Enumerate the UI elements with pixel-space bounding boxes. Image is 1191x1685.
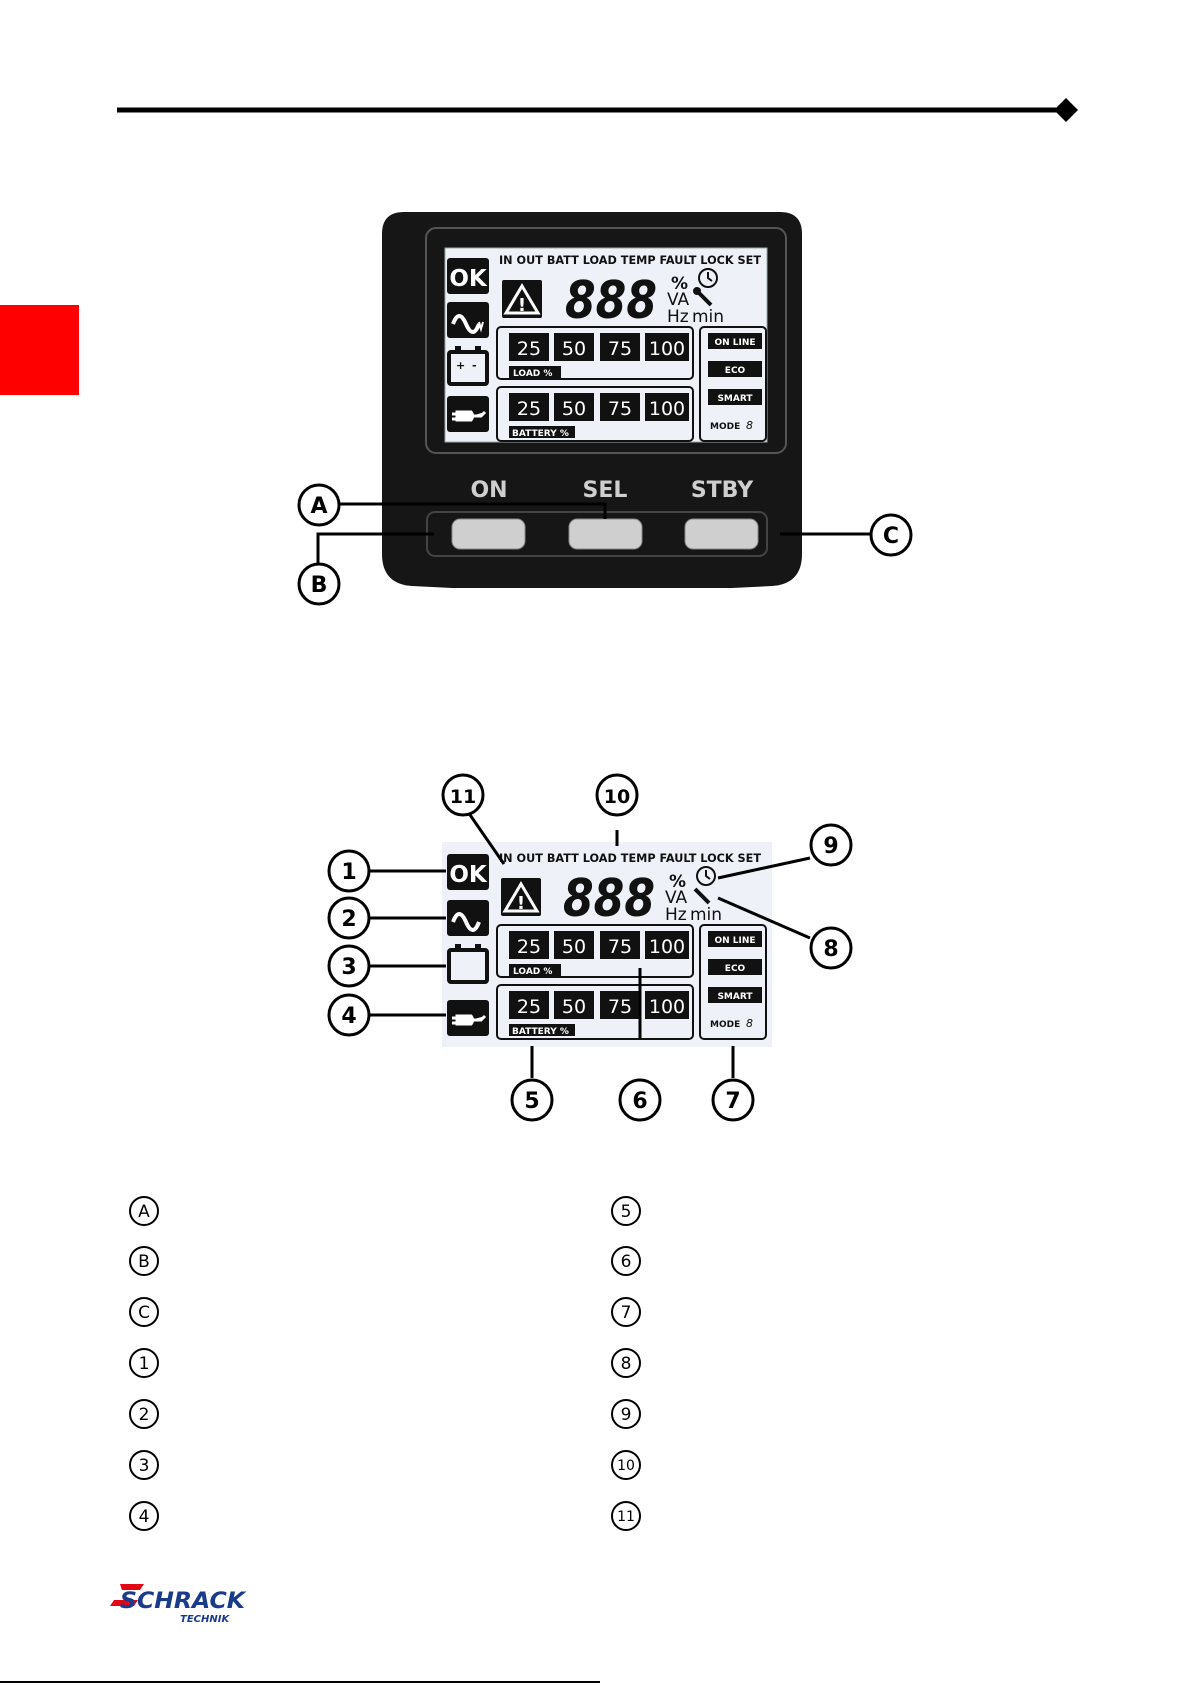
svg-text:SMART: SMART — [717, 394, 753, 404]
svg-text:+: + — [456, 359, 465, 372]
footer-rule — [0, 1681, 600, 1683]
lcd-display: IN OUT BATT LOAD TEMP FAULT LOCK SET OK … — [444, 247, 768, 443]
legend-a: A — [138, 1202, 150, 1222]
svg-text:ECO: ECO — [725, 964, 746, 974]
callout-a: A — [310, 494, 327, 519]
svg-text:75: 75 — [608, 996, 632, 1018]
lcd-status-labels: IN OUT BATT LOAD TEMP FAULT LOCK SET — [499, 253, 761, 267]
warning-icon — [502, 881, 540, 913]
callout-11: 11 — [450, 786, 476, 808]
callout-c: C — [883, 524, 899, 549]
svg-text:50: 50 — [562, 936, 586, 958]
stby-label: STBY — [691, 478, 754, 503]
legend-11: 11 — [617, 1509, 635, 1525]
svg-text:%: % — [669, 872, 686, 892]
sel-label: SEL — [583, 478, 628, 503]
svg-text:25: 25 — [517, 936, 541, 958]
lcd-digits: 888 — [565, 271, 657, 331]
on-button — [451, 518, 526, 550]
legend-6: 6 — [621, 1252, 632, 1272]
svg-text:8: 8 — [746, 1017, 753, 1030]
callout-3: 3 — [341, 955, 356, 980]
legend-1: 1 — [139, 1354, 150, 1374]
on-label: ON — [470, 478, 507, 503]
legend-8: 8 — [621, 1354, 632, 1374]
svg-text:VA: VA — [667, 290, 690, 310]
callout-1: 1 — [341, 860, 356, 885]
legend-b: B — [138, 1252, 150, 1272]
svg-text:75: 75 — [608, 398, 632, 420]
svg-text:50: 50 — [562, 398, 586, 420]
legend: A B C 1 2 3 4 5 6 7 8 9 10 11 — [129, 1196, 641, 1531]
svg-text:100: 100 — [649, 936, 685, 958]
timer-icon — [696, 866, 716, 886]
svg-text:!: ! — [518, 295, 526, 316]
callout-5: 5 — [524, 1089, 539, 1114]
legend-c: C — [138, 1303, 150, 1323]
callout-9: 9 — [823, 834, 838, 859]
svg-text:-: - — [472, 359, 477, 372]
svg-text:75: 75 — [608, 936, 632, 958]
schrack-logo: SCHRACK TECHNIK — [110, 1584, 247, 1625]
front-panel-figure: IN OUT BATT LOAD TEMP FAULT LOCK SET OK … — [297, 212, 913, 606]
battery-icon — [447, 944, 489, 984]
svg-text:IN OUT BATT LOAD TEMP FAULT LO: IN OUT BATT LOAD TEMP FAULT LOCK SET — [499, 851, 761, 865]
svg-text:VA: VA — [665, 888, 688, 908]
svg-text:MODE: MODE — [710, 1020, 740, 1030]
svg-text:8: 8 — [746, 419, 753, 432]
svg-text:Hz: Hz — [665, 905, 687, 925]
svg-text:100: 100 — [649, 398, 685, 420]
timer-icon — [698, 268, 718, 288]
section-tab — [0, 305, 79, 395]
ok-icon: OK — [449, 862, 488, 888]
legend-5: 5 — [621, 1202, 632, 1222]
legend-3: 3 — [139, 1456, 150, 1476]
svg-text:100: 100 — [649, 338, 685, 360]
wrench-icon — [693, 887, 711, 905]
svg-text:BATTERY %: BATTERY % — [512, 1027, 569, 1037]
svg-text:!: ! — [517, 893, 525, 914]
legend-7: 7 — [621, 1303, 632, 1323]
ok-icon: OK — [449, 266, 488, 292]
svg-text:75: 75 — [608, 338, 632, 360]
logo-brand: SCHRACK — [120, 1589, 247, 1614]
logo-sub: TECHNIK — [180, 1614, 230, 1625]
callout-b: B — [311, 573, 328, 598]
callout-10: 10 — [604, 786, 630, 808]
svg-text:LOAD %: LOAD % — [513, 967, 552, 977]
header-rule — [117, 98, 1078, 122]
svg-text:min: min — [690, 905, 722, 925]
svg-text:ON LINE: ON LINE — [714, 338, 755, 348]
callout-6: 6 — [632, 1089, 647, 1114]
legend-2: 2 — [139, 1405, 150, 1425]
svg-text:100: 100 — [649, 996, 685, 1018]
svg-text:25: 25 — [517, 338, 541, 360]
svg-text:25: 25 — [517, 996, 541, 1018]
svg-text:%: % — [671, 274, 688, 294]
load-label: LOAD % — [513, 369, 552, 379]
callout-2: 2 — [341, 907, 356, 932]
svg-text:50: 50 — [562, 996, 586, 1018]
callout-8: 8 — [823, 937, 838, 962]
svg-text:25: 25 — [517, 398, 541, 420]
legend-4: 4 — [139, 1507, 150, 1527]
warning-icon — [503, 283, 541, 315]
stby-button — [684, 518, 759, 550]
svg-text:SMART: SMART — [717, 992, 753, 1002]
svg-text:Hz: Hz — [667, 307, 689, 327]
battery-icon: + - — [447, 346, 489, 386]
lcd-detail-figure: IN OUT BATT LOAD TEMP FAULT LOCK SET OK … — [327, 773, 853, 1122]
svg-text:ON LINE: ON LINE — [714, 936, 755, 946]
svg-text:ECO: ECO — [725, 366, 746, 376]
callout-7: 7 — [725, 1089, 740, 1114]
sel-button — [568, 518, 643, 550]
svg-text:888: 888 — [563, 869, 655, 929]
legend-10: 10 — [617, 1458, 635, 1474]
battery-label: BATTERY % — [512, 429, 569, 439]
svg-text:min: min — [692, 307, 724, 327]
svg-text:50: 50 — [562, 338, 586, 360]
legend-9: 9 — [621, 1405, 632, 1425]
svg-text:MODE: MODE — [710, 422, 740, 432]
callout-4: 4 — [341, 1004, 356, 1029]
